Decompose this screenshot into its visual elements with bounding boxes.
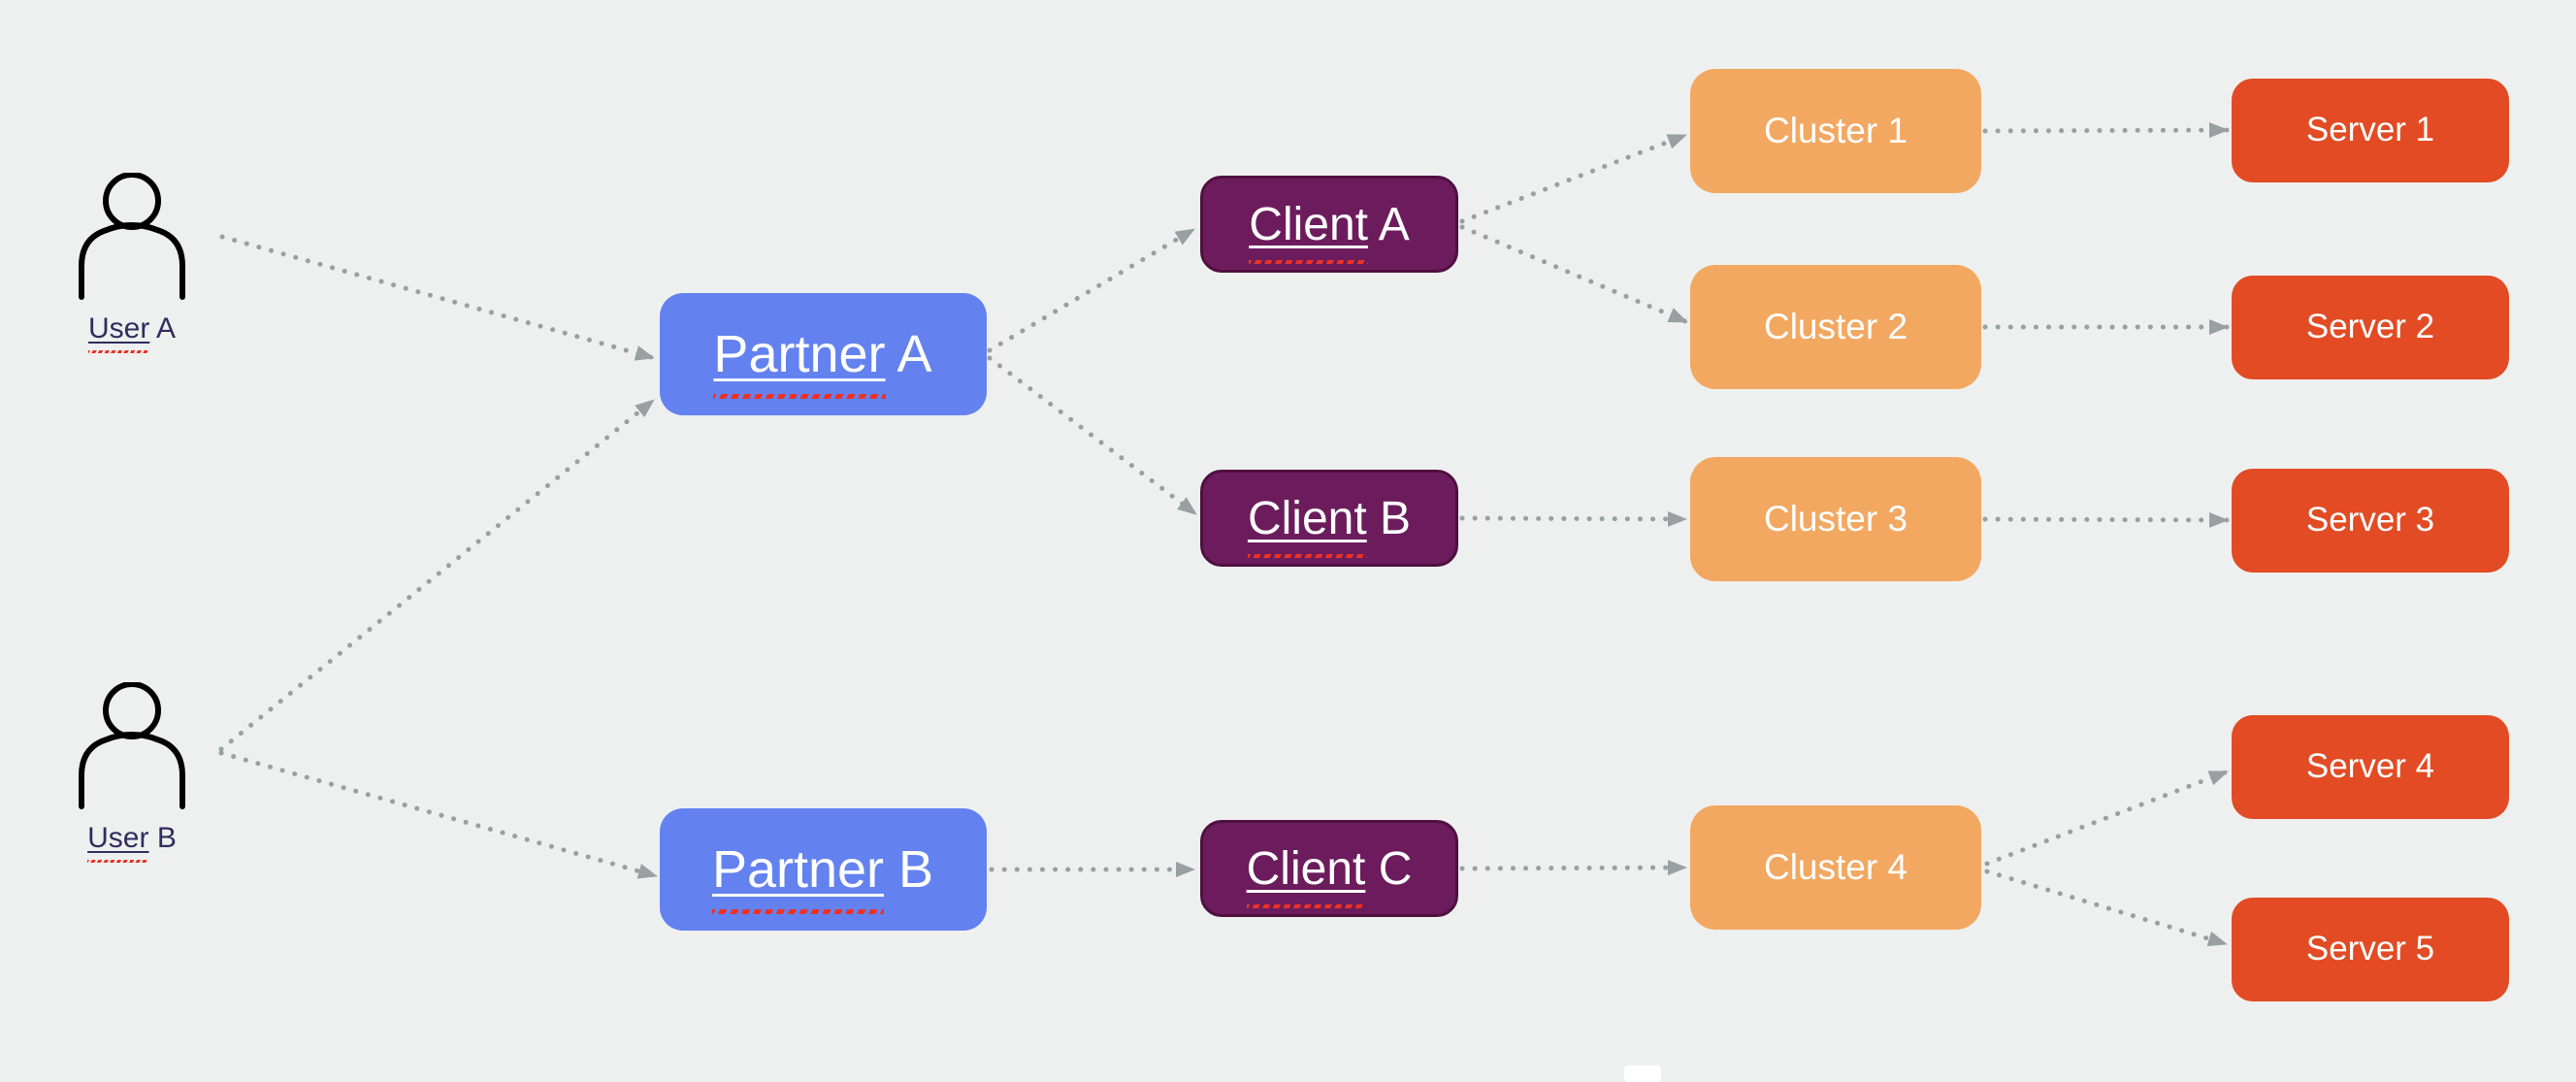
edge-client-c-to-cluster-4[interactable]: [1459, 860, 1689, 876]
node-label: Server 3: [2305, 501, 2435, 539]
edge-client-b-to-cluster-3[interactable]: [1459, 510, 1689, 527]
edge-user-b-to-partner-a[interactable]: [218, 397, 657, 752]
node-cluster-2[interactable]: Cluster 2: [1690, 265, 1981, 389]
edge-cluster-4-to-server-4[interactable]: [1984, 769, 2231, 867]
node-cluster-1[interactable]: Cluster 1: [1690, 69, 1981, 193]
node-label: Server 2: [2305, 308, 2435, 345]
node-client-c[interactable]: Client C: [1200, 820, 1458, 917]
scrollbar-thumb[interactable]: [1624, 1066, 1661, 1082]
node-client-a[interactable]: Client A: [1200, 176, 1458, 273]
node-label: Server 1: [2305, 111, 2435, 148]
node-client-b[interactable]: Client B: [1200, 470, 1458, 567]
node-label: Server 4: [2305, 747, 2435, 785]
edge-partner-a-to-client-b[interactable]: [987, 355, 1199, 517]
node-label: Cluster 1: [1763, 111, 1908, 150]
node-partner-a[interactable]: Partner A: [659, 293, 987, 415]
node-label: User B: [87, 822, 177, 854]
edge-cluster-4-to-server-5[interactable]: [1984, 869, 2230, 947]
node-label: User A: [87, 312, 177, 344]
node-server-5[interactable]: Server 5: [2232, 897, 2509, 1001]
node-label: Cluster 2: [1763, 307, 1908, 346]
node-server-2[interactable]: Server 2: [2232, 275, 2509, 379]
edge-user-a-to-partner-a[interactable]: [219, 234, 657, 361]
node-user-b[interactable]: User B: [58, 682, 206, 855]
person-icon: [79, 682, 185, 809]
person-icon: [79, 173, 185, 300]
node-partner-b[interactable]: Partner B: [659, 808, 987, 931]
node-label: Cluster 4: [1763, 847, 1908, 887]
node-label: Server 5: [2305, 930, 2435, 967]
edge-user-b-to-partner-b[interactable]: [218, 750, 660, 879]
node-cluster-3[interactable]: Cluster 3: [1690, 457, 1981, 581]
node-cluster-4[interactable]: Cluster 4: [1690, 805, 1981, 930]
edge-client-a-to-cluster-2[interactable]: [1459, 224, 1690, 325]
node-user-a[interactable]: User A: [58, 173, 206, 345]
edge-cluster-3-to-server-3[interactable]: [1982, 511, 2231, 528]
node-label: Cluster 3: [1763, 499, 1908, 539]
edge-client-a-to-cluster-1[interactable]: [1459, 132, 1689, 224]
node-server-1[interactable]: Server 1: [2232, 78, 2509, 182]
node-label: Partner B: [711, 840, 934, 899]
edge-cluster-1-to-server-1[interactable]: [1982, 122, 2231, 139]
node-label: Client A: [1249, 198, 1410, 250]
node-server-3[interactable]: Server 3: [2232, 468, 2509, 573]
edge-partner-a-to-client-a[interactable]: [987, 226, 1197, 353]
node-label: Client C: [1246, 842, 1413, 895]
node-server-4[interactable]: Server 4: [2232, 714, 2509, 819]
node-label: Client B: [1247, 492, 1412, 544]
node-label: Partner A: [713, 325, 932, 383]
